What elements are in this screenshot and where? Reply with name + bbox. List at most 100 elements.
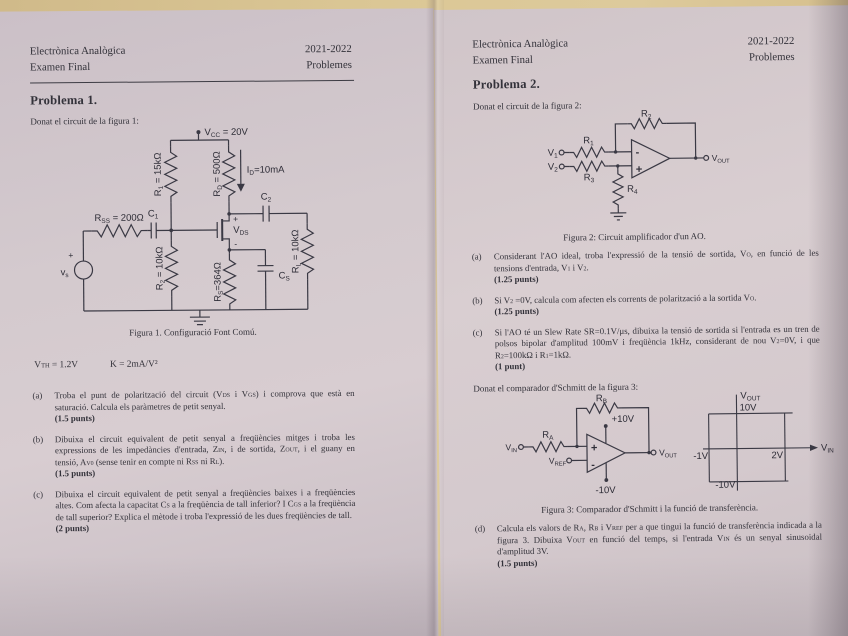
problem1-item-c: (c) Dibuixa el circuit equivalent de pet…	[33, 487, 355, 536]
figure2-caption: Figura 2: Circuit amplificador d'un AO.	[563, 230, 706, 243]
label-rd: RD = 500Ω	[212, 151, 224, 196]
label-c2: C2	[261, 192, 272, 204]
problem1-items: (a) Troba el punt de polarització del ci…	[32, 388, 355, 535]
graph-yaxis-label: VOUT	[740, 390, 760, 402]
item-points: (1.25 punts)	[494, 305, 539, 317]
item-label: (c)	[33, 488, 44, 500]
fig2-wires	[558, 117, 710, 221]
label-v1: V1	[548, 148, 558, 160]
problem2-item-c: (c) Si l'AO té un Slew Rate SR=0.1V/μs, …	[473, 323, 821, 373]
label-r1: R1 = 15kΩ	[153, 153, 165, 197]
exam-title: Electrònica Analògica	[472, 37, 569, 51]
opamp-minus-input: -	[591, 459, 595, 471]
item-text: Troba el punt de polarització del circui…	[54, 387, 355, 412]
exam-header: Electrònica Analògica Examen Final 2021-…	[472, 34, 794, 69]
graph-axes	[702, 394, 812, 491]
vth-value: VTH = 1.2V	[34, 360, 79, 371]
label-r1: R1	[583, 135, 594, 147]
opamp-plus-input: +	[636, 164, 643, 176]
graph-labels: VOUT VIN 10V -10V -1V 2V	[693, 390, 834, 490]
label-r3: R3	[584, 172, 595, 184]
label-v2: V2	[548, 162, 558, 174]
given-values: VTH = 1.2V K = 2mA/V²	[34, 359, 158, 370]
item-label: (d)	[474, 523, 486, 534]
label-vout: VOUT	[659, 447, 677, 459]
x-axis-arrowhead	[809, 444, 818, 451]
problem1-item-b: (b) Dibuixa el circuit equivalent de pet…	[33, 431, 355, 480]
item-text: Si l'AO té un Slew Rate SR=0.1V/μs, dibu…	[494, 323, 820, 360]
label-c1: C1	[148, 208, 159, 220]
problem2-item-a: (a) Considerant l'AO ideal, troba l'expr…	[472, 248, 819, 286]
fig2-labels: - + R1 R2 R3 R4 V1 V2 VOUT	[548, 109, 730, 196]
label-vcc: VCC = 20V	[204, 127, 248, 139]
problem2-item-b: (b) Si V2 =0V, calcula com afecten els c…	[472, 291, 819, 318]
label-r2: R2	[641, 109, 652, 121]
figure3-circuit: + - RA RB VIN VREF +10V -10V VOUT	[505, 393, 677, 496]
problem1-title: Problema 1.	[30, 92, 98, 108]
item-label: (a)	[32, 390, 43, 401]
figure1-caption: Figura 1. Configuració Font Comú.	[129, 326, 257, 338]
item-points: (1.25 punts)	[494, 273, 539, 285]
item-label: (b)	[472, 295, 483, 306]
label-r4: R4	[627, 184, 638, 196]
figure2-circuit: - + R1 R2 R3 R4 V1 V2 VOUT	[548, 109, 730, 221]
hysteresis-curve	[708, 412, 793, 483]
fig3-wires	[517, 402, 657, 481]
item-points: (1.5 punts)	[55, 468, 96, 479]
fig1-labels: VCC = 20V R1 = 15kΩ RD = 500Ω ID=10mA C2…	[61, 127, 303, 302]
opamp-minus-input: -	[636, 147, 640, 159]
label-vref: VREF	[549, 456, 567, 468]
label-vds-plus: +	[233, 214, 238, 224]
exam-type: Problemes	[748, 50, 795, 64]
item-text: Dibuixa el circuit equivalent de petit s…	[54, 431, 355, 467]
schmitt-intro: Donat el comparador d'Schmitt de la figu…	[473, 381, 639, 394]
item-text: Si V2 =0V, calcula com afecten els corre…	[494, 291, 757, 305]
label-id: ID=10mA	[247, 164, 285, 176]
label-vds-minus: -	[234, 239, 237, 249]
exam-year: 2021-2022	[747, 34, 795, 48]
label-vs-plus: +	[68, 250, 73, 260]
label-ra: RA	[542, 430, 554, 442]
item-text: Considerant l'AO ideal, troba l'expressi…	[493, 247, 819, 273]
item-label: (b)	[32, 433, 44, 444]
label-negative-supply: -10V	[595, 485, 616, 496]
exam-header: Electrònica Analògica Examen Final 2021-…	[30, 42, 352, 76]
figure1-circuit: VCC = 20V R1 = 15kΩ RD = 500Ω ID=10mA C2…	[61, 127, 315, 326]
item-text: Calcula els valors de RA, RB i VREF per …	[496, 519, 823, 557]
opamp-plus-input: +	[591, 442, 598, 454]
label-r2: R2 = 10kΩ	[154, 247, 166, 291]
graph-threshold-low: -1V	[693, 451, 709, 462]
problem2-item-d-wrap: (d) Calcula els valors de RA, RB i VREF …	[475, 520, 823, 570]
label-rb: RB	[596, 393, 607, 405]
fig1-wires	[73, 132, 315, 326]
fig3-labels: + - RA RB VIN VREF +10V -10V VOUT	[505, 393, 677, 496]
label-rss: RSS = 200Ω	[94, 213, 143, 225]
item-text: Dibuixa el circuit equivalent de petit s…	[55, 486, 356, 522]
exam-title: Electrònica Analògica	[29, 44, 126, 58]
exam-year: 2021-2022	[304, 42, 352, 56]
graph-high-level: 10V	[739, 402, 757, 413]
item-points: (2 punts)	[55, 523, 90, 534]
exam-subtitle: Examen Final	[472, 53, 533, 67]
exam-type: Problemes	[306, 58, 352, 71]
graph-threshold-high: 2V	[771, 450, 783, 461]
exam-subtitle: Examen Final	[29, 60, 91, 74]
item-label: (c)	[472, 327, 483, 338]
label-positive-supply: +10V	[612, 414, 635, 425]
item-points: (1 punt)	[494, 361, 526, 372]
problem1-item-a: (a) Troba el punt de polarització del ci…	[32, 388, 354, 425]
fig3-junction-dots	[575, 424, 651, 482]
label-vout: VOUT	[712, 153, 730, 165]
fig1-junction-dots	[169, 130, 245, 252]
problem2-intro: Donat el circuit de la figura 2:	[473, 100, 582, 112]
left-page: Electrònica Analògica Examen Final 2021-…	[0, 8, 439, 636]
transfer-function-graph: VOUT VIN 10V -10V -1V 2V	[693, 390, 834, 491]
header-rule	[30, 79, 355, 84]
item-points: (1.5 punts)	[497, 557, 538, 568]
problem2-title: Problema 2.	[472, 76, 540, 92]
problem2-item-d: (d) Calcula els valors de RA, RB i VREF …	[475, 520, 823, 570]
label-vin: VIN	[505, 442, 517, 454]
label-vds: VDS	[233, 225, 249, 237]
right-page: Electrònica Analògica Examen Final 2021-…	[434, 5, 848, 636]
